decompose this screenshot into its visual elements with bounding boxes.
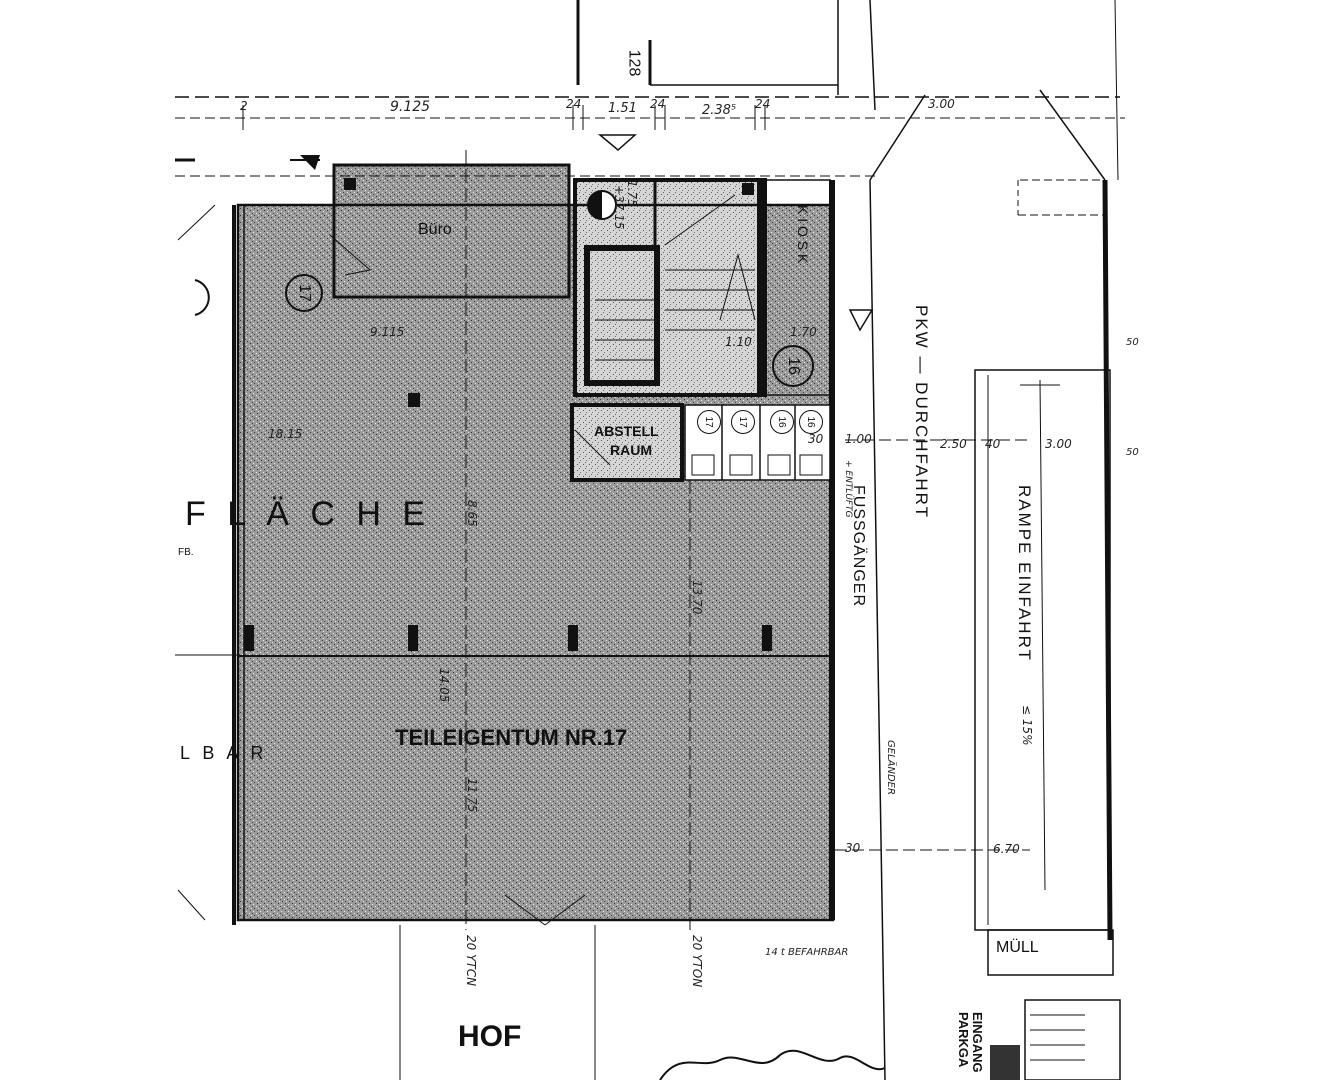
rampe-einfahrt-label: RAMPE EINFAHRT (1015, 485, 1034, 662)
dim-24c: 24 (755, 97, 771, 111)
eingang-label-line1: EINGANG (970, 1012, 985, 1073)
dim-15pct: ≤ 15% (1020, 705, 1034, 746)
dim-175: 1.75 (625, 180, 639, 207)
dim-2385: 2.38⁵ (702, 103, 737, 118)
muell-label: MÜLL (996, 939, 1039, 956)
dim-30a: 30 (808, 432, 824, 446)
dim-300a: 3.00 (928, 97, 955, 111)
abstellraum-label-line1: ABSTELL (594, 423, 659, 439)
dim-24a: 24 (566, 97, 582, 111)
eingang-label-line2: PARKGA (956, 1012, 971, 1068)
flaeche-label: F L Ä C H E (185, 495, 432, 533)
dim-100: 1.00 (845, 432, 872, 446)
dim-9115: 9.115 (370, 325, 405, 339)
dim-9125: 9.125 (390, 99, 431, 115)
dim-entlueftung: + ENTLÜFTG (843, 460, 853, 518)
wc-17b-circle: 17 (731, 410, 755, 434)
dim-1175: 11.75 (465, 778, 479, 813)
dim-20yton: 20 YTON (690, 935, 704, 988)
wc-16b-circle: 16 (799, 410, 823, 434)
lbar-label: L B A R (180, 743, 268, 763)
teileigentum-label: TEILEIGENTUM NR.17 (395, 725, 628, 750)
buero-area (334, 165, 569, 297)
dim-20ytcn: 20 YTCN (464, 935, 478, 987)
dim-865: 8.65 (465, 500, 479, 527)
abstellraum-label-line2: RAUM (610, 442, 652, 458)
hof-label: HOF (458, 1020, 522, 1053)
dim-110: 1.10 (725, 335, 752, 349)
unit-17-circle: 17 (285, 274, 323, 312)
dim-170: 1.70 (790, 325, 817, 339)
dim-1815: 18.15 (268, 427, 303, 441)
bueru-label: Büro (418, 221, 452, 238)
dim-3715: +37.15 (612, 185, 626, 230)
kiosk-label: K I O S K (795, 205, 811, 264)
dim-30b: 30 (845, 841, 861, 855)
abstellraum-area (572, 405, 682, 480)
dim-24b: 24 (650, 97, 666, 111)
pkw-durchfahrt-label: PKW — DURCHFAHRT (912, 305, 931, 519)
wc-16-circle: 16 (770, 410, 794, 434)
dim-befahrbar: 14 t BEFAHRBAR (765, 947, 849, 958)
dim-50a: 50 (1126, 337, 1139, 348)
dim-1405: 14.05 (437, 668, 451, 703)
dim-250: 2.50 (940, 437, 967, 451)
fb-label: FB. (178, 547, 194, 558)
wc-17-circle: 17 (697, 410, 721, 434)
dim-670: 6.70 (993, 842, 1020, 856)
building-marker-circle (587, 190, 617, 220)
dim-300b: 3.00 (1045, 437, 1072, 451)
dim-gelaender: GELÄNDER (885, 740, 896, 795)
dim-151: 1.51 (608, 101, 637, 116)
dim-1370: 13.70 (690, 580, 704, 615)
dim-40: 40 (985, 437, 1001, 451)
dim-2: 2 (240, 99, 248, 113)
nr128-label: 128 (625, 49, 643, 77)
unit-16-circle: 16 (772, 345, 814, 387)
dim-50b: 50 (1126, 447, 1139, 458)
